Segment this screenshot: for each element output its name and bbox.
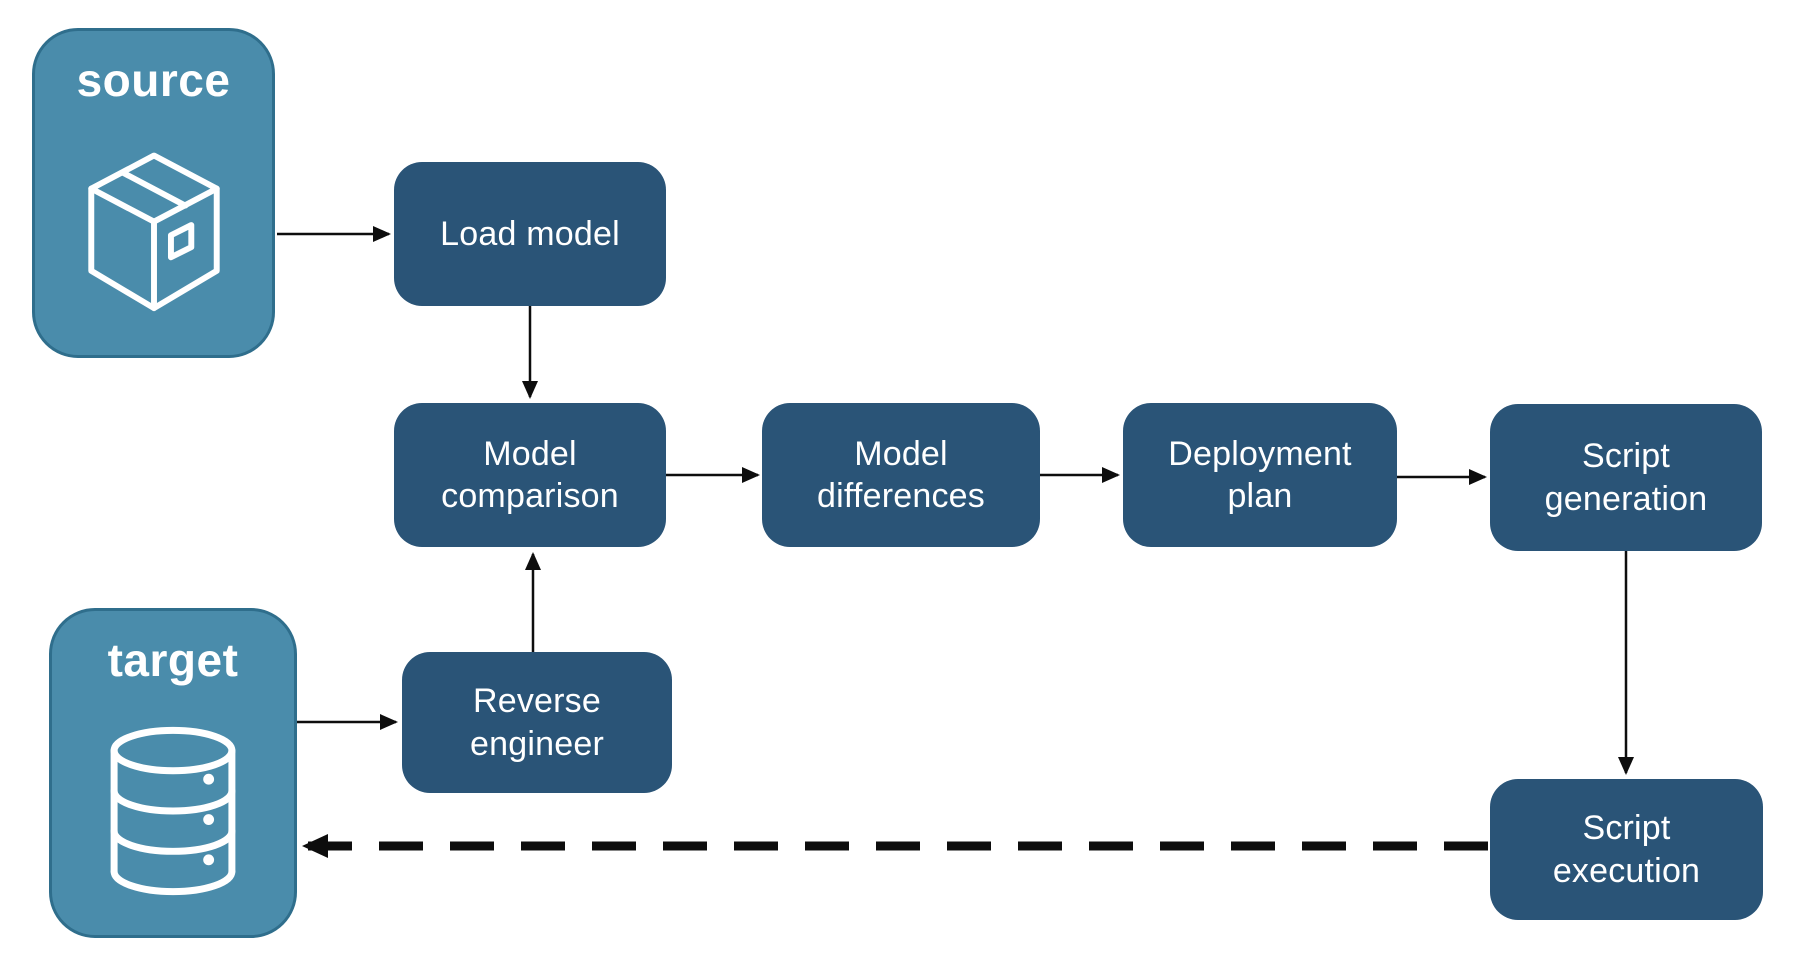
database-icon (52, 687, 294, 935)
node-model-comparison: Model comparison (394, 403, 666, 547)
node-script-execution: Script execution (1490, 779, 1763, 920)
node-deployment-plan-label: Deployment plan (1168, 434, 1352, 516)
node-model-differences-label: Model differences (817, 434, 985, 516)
node-script-generation-label: Script generation (1544, 437, 1708, 518)
node-model-comparison-label: Model comparison (441, 434, 619, 516)
node-reverse-engineer-label: Reverse engineer (470, 682, 604, 763)
node-script-execution-label: Script execution (1552, 809, 1701, 890)
node-deployment-plan: Deployment plan (1123, 403, 1397, 547)
entity-source: source (32, 28, 275, 358)
node-reverse-engineer: Reverse engineer (402, 652, 672, 793)
node-model-differences: Model differences (762, 403, 1040, 547)
entity-target: target (49, 608, 297, 938)
node-script-generation: Script generation (1490, 404, 1762, 551)
node-load-model: Load model (394, 162, 666, 306)
node-load-model-label: Load model (440, 214, 620, 253)
source-label: source (76, 54, 231, 106)
package-icon (35, 107, 272, 355)
target-label: target (107, 634, 239, 686)
